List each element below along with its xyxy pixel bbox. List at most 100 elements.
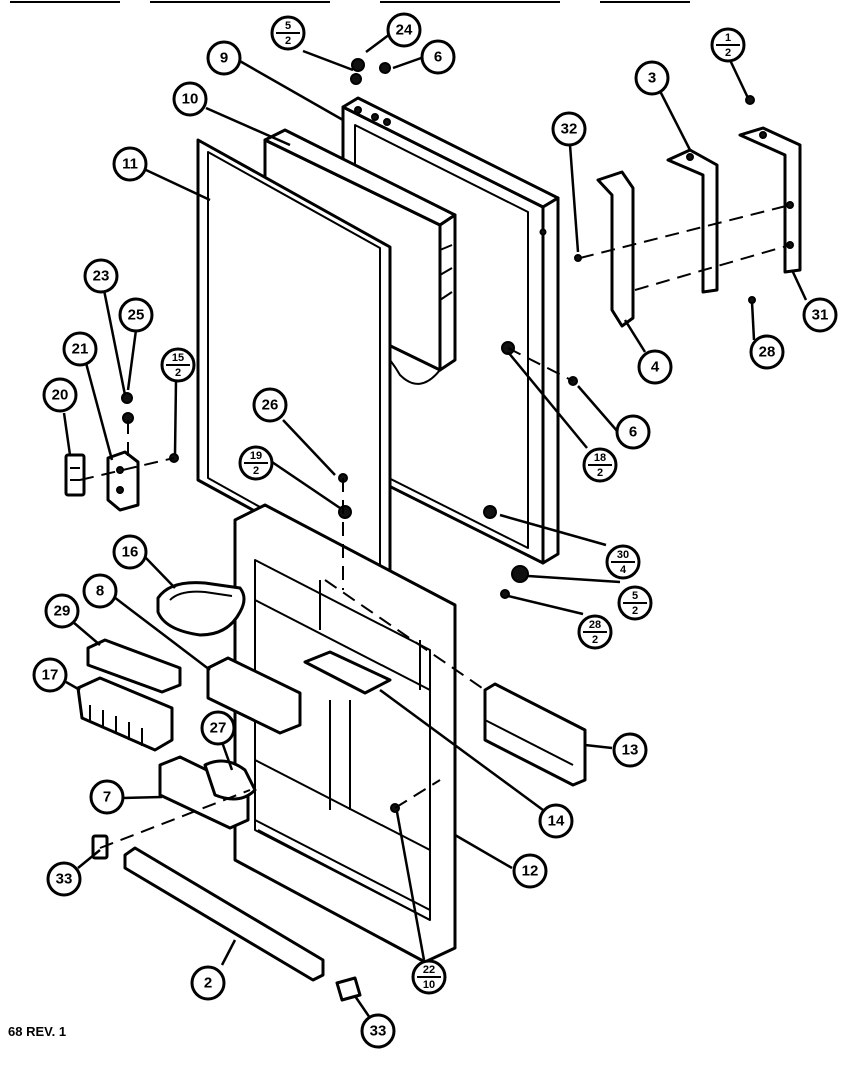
callout-denominator: 2 xyxy=(175,367,181,379)
assembly-dashed-lines xyxy=(79,204,791,849)
callout-circle xyxy=(206,40,242,76)
callout-c3: 3 xyxy=(634,60,670,96)
callout-number: 16 xyxy=(122,544,139,561)
callout-circle xyxy=(32,657,68,693)
callout-circle xyxy=(190,965,226,1001)
callout-number: 6 xyxy=(434,49,442,66)
callout-number: 13 xyxy=(622,742,639,759)
callout-circle xyxy=(386,12,422,48)
callout-c26: 26 xyxy=(252,387,288,423)
callout-circle xyxy=(200,710,236,746)
callout-denominator: 2 xyxy=(597,467,603,479)
callout-number: 17 xyxy=(42,667,59,684)
inner-door-liner xyxy=(233,503,457,964)
callout-number: 10 xyxy=(182,91,199,108)
hinge-plate-20 xyxy=(64,453,86,497)
bin-cover-29 xyxy=(86,638,182,694)
butter-dish-16 xyxy=(156,581,246,637)
callout-c10: 10 xyxy=(172,81,208,117)
callout-c4: 4 xyxy=(637,349,673,385)
callout-group: 9522461233210113123252842115220266182192… xyxy=(32,12,838,1049)
callout-number: 29 xyxy=(54,603,71,620)
callout-circle xyxy=(420,39,456,75)
callout-circle xyxy=(551,111,587,147)
callout-denominator: 4 xyxy=(620,564,627,576)
callout-number: 33 xyxy=(370,1023,387,1040)
callout-circle xyxy=(637,349,673,385)
callout-c7: 7 xyxy=(89,779,125,815)
callout-c12: 12 xyxy=(512,853,548,889)
callout-number: 32 xyxy=(561,121,578,138)
callout-denominator: 2 xyxy=(285,35,291,47)
callout-number: 3 xyxy=(648,70,656,87)
callout-numerator: 28 xyxy=(589,619,601,631)
callout-numerator: 1 xyxy=(725,32,731,44)
callout-number: 2 xyxy=(204,975,212,992)
leader-lines xyxy=(62,33,808,1019)
callout-denominator: 2 xyxy=(632,605,638,617)
callout-c16: 16 xyxy=(112,534,148,570)
revision-label: 68 REV. 1 xyxy=(8,1024,67,1039)
callout-c23: 23 xyxy=(83,258,119,294)
callout-circle xyxy=(749,334,785,370)
shelf-bracket-8 xyxy=(206,656,302,735)
callout-c19-2: 192 xyxy=(238,445,274,481)
shelf-13 xyxy=(483,682,587,787)
callout-circle xyxy=(82,573,118,609)
hinge-pin-27 xyxy=(203,759,257,801)
callout-c27: 27 xyxy=(200,710,236,746)
callout-circle xyxy=(172,81,208,117)
callout-c21: 21 xyxy=(62,331,98,367)
callout-number: 33 xyxy=(56,871,73,888)
callout-number: 21 xyxy=(72,341,89,358)
callout-number: 24 xyxy=(396,22,413,39)
callout-circle xyxy=(615,414,651,450)
callout-c5-2b: 52 xyxy=(617,585,653,621)
callout-denominator: 2 xyxy=(725,47,731,59)
callout-c2: 2 xyxy=(190,965,226,1001)
callout-number: 31 xyxy=(812,307,829,324)
callout-circle xyxy=(46,861,82,897)
callout-circle xyxy=(252,387,288,423)
callout-number: 6 xyxy=(629,424,637,441)
callout-numerator: 22 xyxy=(423,964,435,976)
callout-circle xyxy=(512,853,548,889)
callout-c6a: 6 xyxy=(420,39,456,75)
callout-c25: 25 xyxy=(118,297,154,333)
callout-number: 23 xyxy=(93,268,110,285)
callout-number: 27 xyxy=(210,720,227,737)
callout-number: 20 xyxy=(52,387,69,404)
callout-number: 11 xyxy=(122,156,138,173)
callout-numerator: 15 xyxy=(172,352,184,364)
end-cap-33-bottom xyxy=(335,976,362,1002)
callout-c15-2: 152 xyxy=(160,347,196,383)
callout-c1-2: 12 xyxy=(710,27,746,63)
callout-number: 25 xyxy=(128,307,145,324)
callout-circle xyxy=(89,779,125,815)
fastener-group xyxy=(121,58,756,813)
callout-numerator: 5 xyxy=(285,20,291,32)
callout-circle xyxy=(538,803,574,839)
callout-c13: 13 xyxy=(612,732,648,768)
callout-c29: 29 xyxy=(44,593,80,629)
callout-circle xyxy=(360,1013,396,1049)
callout-c17: 17 xyxy=(32,657,68,693)
callout-number: 9 xyxy=(220,50,228,67)
callout-c5-2a: 52 xyxy=(270,15,306,51)
callout-c9: 9 xyxy=(206,40,242,76)
callout-denominator: 2 xyxy=(253,465,259,477)
retainer-14 xyxy=(303,650,392,695)
callout-c8: 8 xyxy=(82,573,118,609)
callout-circle xyxy=(42,377,78,413)
callout-c18-2: 182 xyxy=(582,447,618,483)
hinge-bracket-21 xyxy=(106,450,140,512)
callout-numerator: 5 xyxy=(632,590,638,602)
callout-number: 8 xyxy=(96,583,104,600)
hinge-bracket-left-plate xyxy=(596,170,635,328)
callout-numerator: 18 xyxy=(594,452,606,464)
callout-circle xyxy=(112,534,148,570)
callout-c31: 31 xyxy=(802,297,838,333)
dairy-door-7 xyxy=(158,755,250,830)
